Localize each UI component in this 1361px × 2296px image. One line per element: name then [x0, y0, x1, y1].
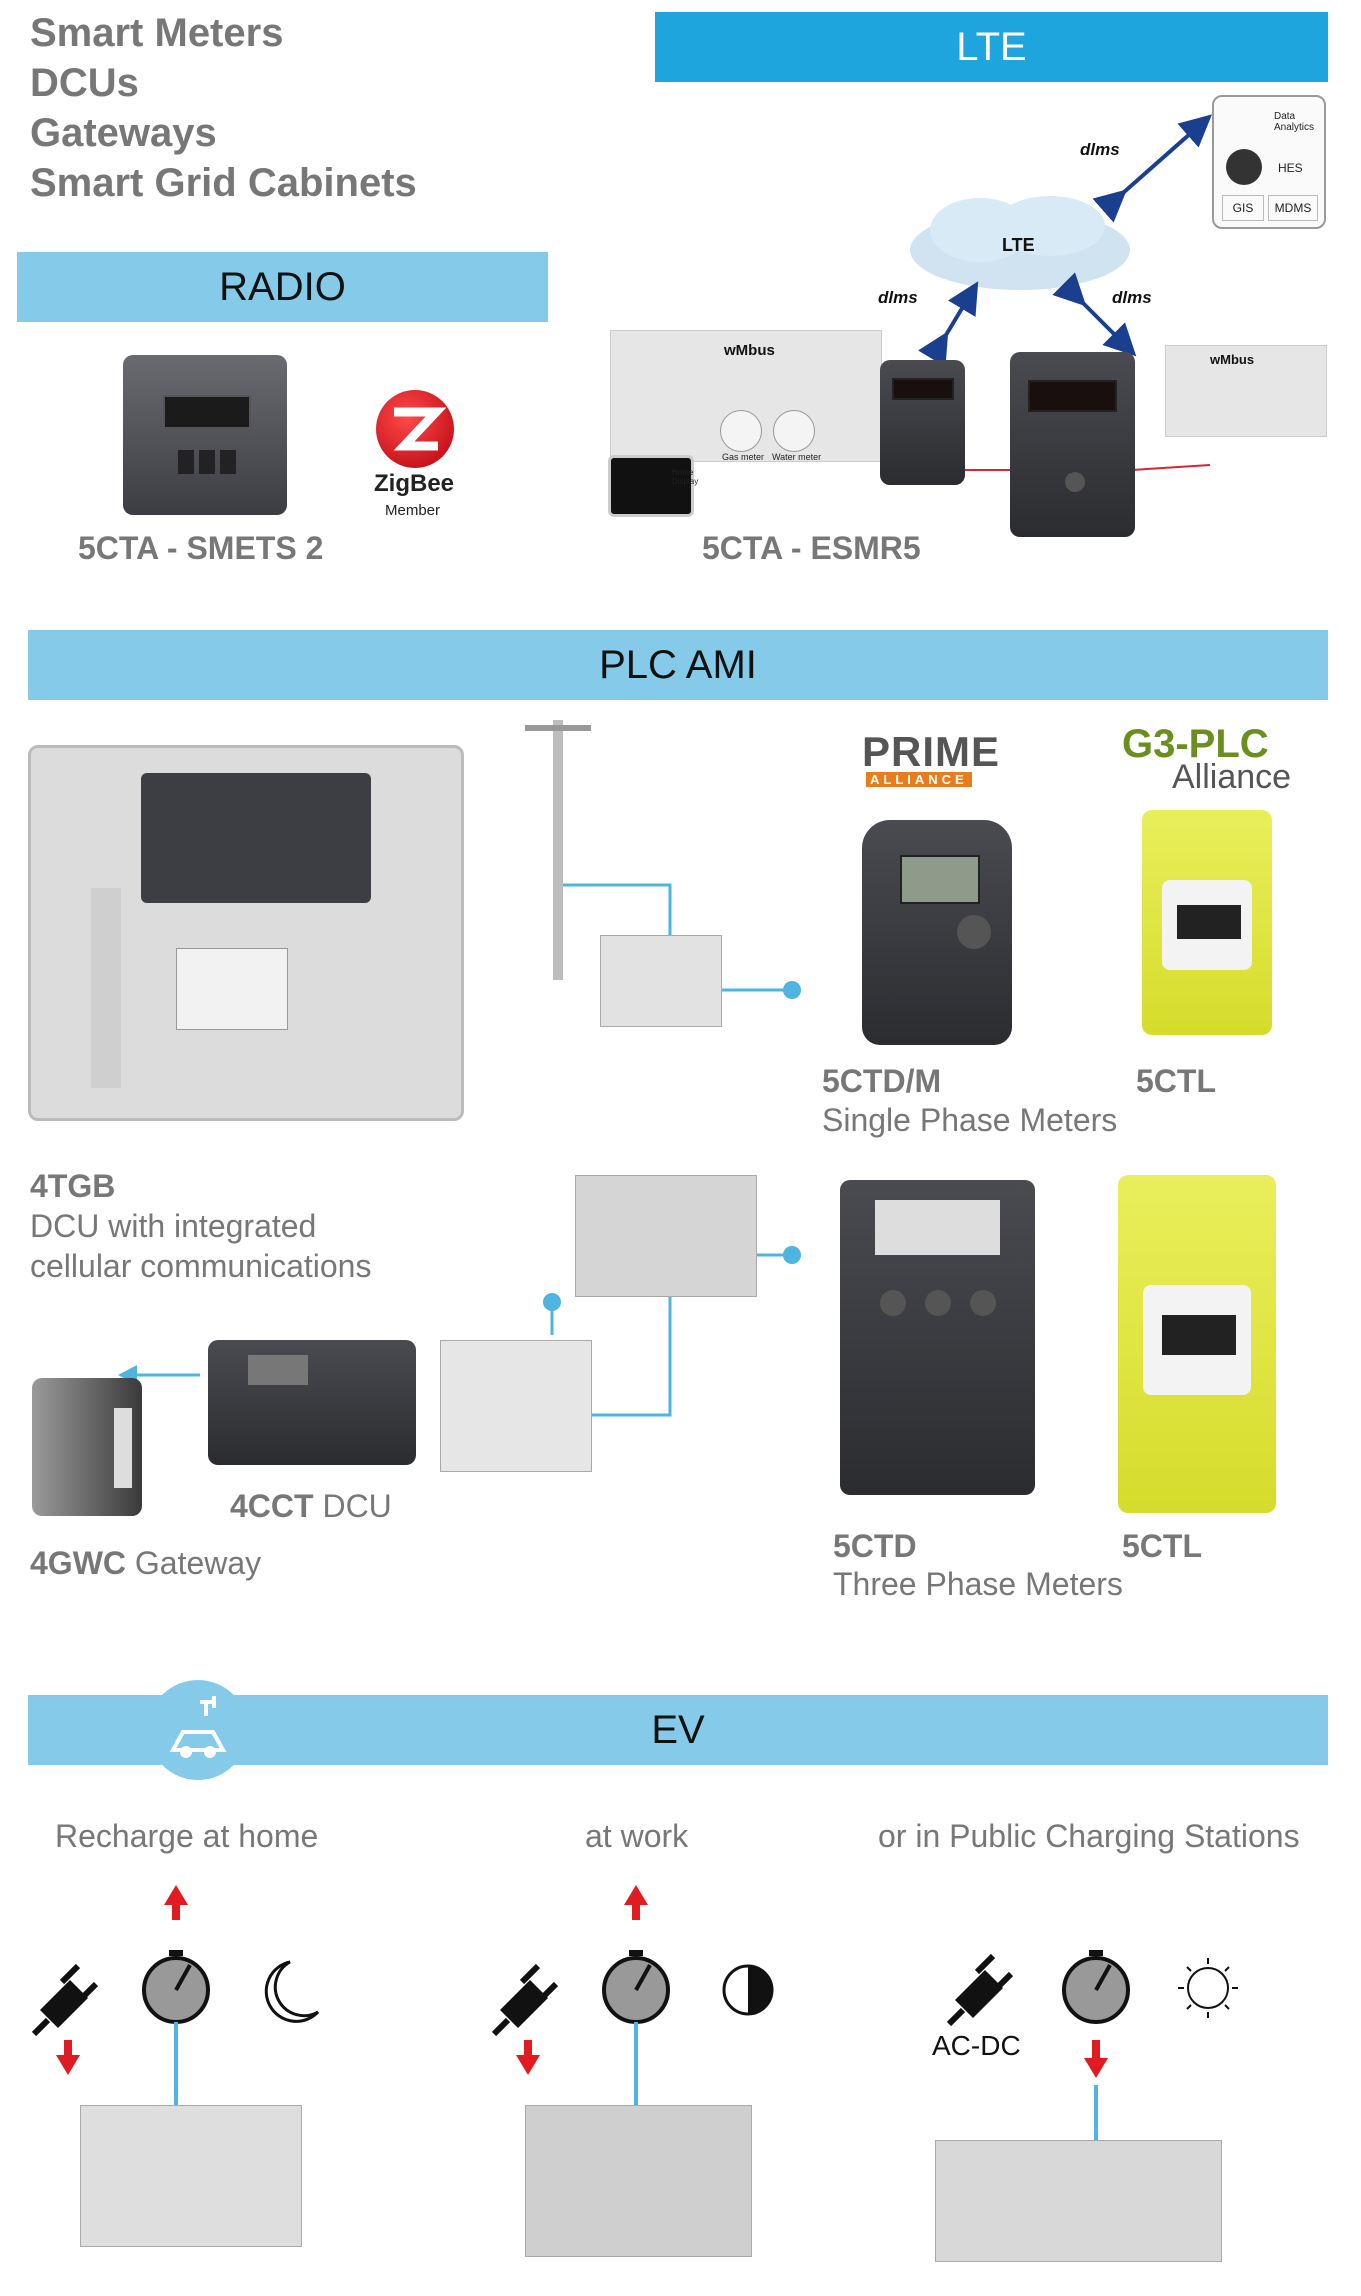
ev-work-building-icon — [525, 2105, 752, 2257]
wmbus-house-right — [1165, 345, 1327, 437]
lte-arrows — [918, 114, 1212, 471]
home-display-icon — [608, 455, 694, 517]
hes-icon — [1226, 149, 1262, 185]
plc-house-icon — [600, 935, 722, 1027]
water-meter-icon — [773, 410, 815, 452]
gas-meter-icon — [720, 410, 762, 452]
4gwc-gateway-image — [32, 1378, 142, 1516]
three-phase-caption: Three Phase Meters — [833, 1566, 1123, 1602]
plc-band-title: PLC AMI — [599, 642, 757, 687]
plug-icon-home — [31, 1963, 99, 2037]
smets2-label: 5CTA - SMETS 2 — [78, 530, 324, 566]
plc-factory-icon — [575, 1175, 757, 1297]
5ctdm-label: 5CTD/M — [822, 1063, 942, 1099]
esmr5-meter-small — [880, 360, 965, 485]
ev-charging-car-icon — [148, 1680, 248, 1780]
utility-pole-icon — [553, 720, 563, 980]
services-box: Data Analytics HES GIS MDMS — [1212, 95, 1326, 229]
5ctl-single-label: 5CTL — [1136, 1063, 1216, 1099]
wmbus-label-left: wMbus — [724, 342, 775, 359]
zigbee-logo-text: ZigBee — [374, 470, 455, 497]
prime-logo: PRIME — [862, 728, 1001, 775]
lte-band: LTE — [655, 12, 1328, 82]
esmr5-label: 5CTA - ESMR5 — [702, 530, 921, 566]
category-dcus: DCUs — [30, 61, 139, 105]
prime-alliance-text: ALLIANCE — [866, 772, 972, 787]
service-data-analytics: Data Analytics — [1274, 111, 1315, 133]
4cct-label: 4CCT DCU — [230, 1488, 392, 1525]
ev-col3-title: or in Public Charging Stations — [878, 1818, 1300, 1854]
single-phase-caption: Single Phase Meters — [822, 1102, 1118, 1138]
4cct-dcu-image — [208, 1340, 416, 1465]
ev-col2-title: at work — [585, 1818, 689, 1854]
4tgb-cabinet-image — [28, 745, 464, 1121]
wmbus-label-right: wMbus — [1210, 352, 1255, 367]
lte-band-title: LTE — [956, 24, 1027, 69]
5ctd-label: 5CTD — [833, 1528, 917, 1564]
5ctdm-meter-image — [862, 820, 1012, 1045]
4tgb-name: 4TGB — [30, 1168, 116, 1204]
category-smart-meters: Smart Meters — [30, 11, 284, 55]
4gwc-suffix: Gateway — [134, 1545, 262, 1581]
g3plc-alliance-text: Alliance — [1172, 758, 1292, 796]
4tgb-desc-2: cellular communications — [30, 1248, 372, 1284]
plc-substation-icon — [440, 1340, 592, 1472]
5ctl-three-label: 5CTL — [1122, 1528, 1202, 1564]
4gwc-label: 4GWC Gateway — [30, 1545, 261, 1582]
radio-band: RADIO — [17, 252, 548, 322]
4cct-name: 4CCT — [230, 1488, 314, 1524]
lte-cloud-label: LTE — [1002, 235, 1035, 255]
esmr5-meter-large — [1010, 352, 1135, 537]
plug-icon-work — [491, 1963, 559, 2037]
service-gis: GIS — [1222, 195, 1264, 221]
4gwc-name: 4GWC — [30, 1545, 126, 1581]
ev-band-title: EV — [651, 1707, 705, 1752]
acdc-label: AC-DC — [932, 2030, 1021, 2061]
ev-home-building-icon — [80, 2105, 302, 2247]
utility-pole-crossarm — [525, 725, 591, 731]
service-mdms: MDMS — [1268, 195, 1318, 221]
water-meter-label: Water meter — [772, 452, 822, 462]
5ctl-three-meter-image — [1118, 1175, 1276, 1513]
dlms-label-left: dlms — [878, 288, 918, 307]
ev-public-station-icon — [935, 2140, 1222, 2262]
service-hes: HES — [1278, 161, 1303, 175]
plc-band: PLC AMI — [28, 630, 1328, 700]
ev-col1-title: Recharge at home — [55, 1818, 319, 1854]
4cct-suffix: DCU — [322, 1488, 392, 1524]
4tgb-desc-1: DCU with integrated — [30, 1208, 317, 1244]
home-display-label: Home Display — [672, 468, 699, 486]
moon-icon — [264, 1960, 320, 2023]
lte-cloud-icon — [910, 196, 1130, 290]
zigbee-logo-icon — [376, 390, 454, 468]
5ctl-single-meter-image — [1142, 810, 1272, 1035]
category-list: Smart Meters DCUs Gateways Smart Grid Ca… — [30, 8, 417, 208]
smets2-meter-image — [123, 355, 287, 515]
radio-band-title: RADIO — [219, 264, 346, 309]
zigbee-member-text: Member — [385, 502, 441, 519]
5ctd-meter-image — [840, 1180, 1035, 1495]
plug-icon-public — [946, 1953, 1014, 2027]
category-cabinets: Smart Grid Cabinets — [30, 161, 417, 205]
gas-meter-label: Gas meter — [722, 452, 765, 462]
g3plc-logo: G3-PLC — [1122, 722, 1269, 766]
category-gateways: Gateways — [30, 111, 217, 155]
